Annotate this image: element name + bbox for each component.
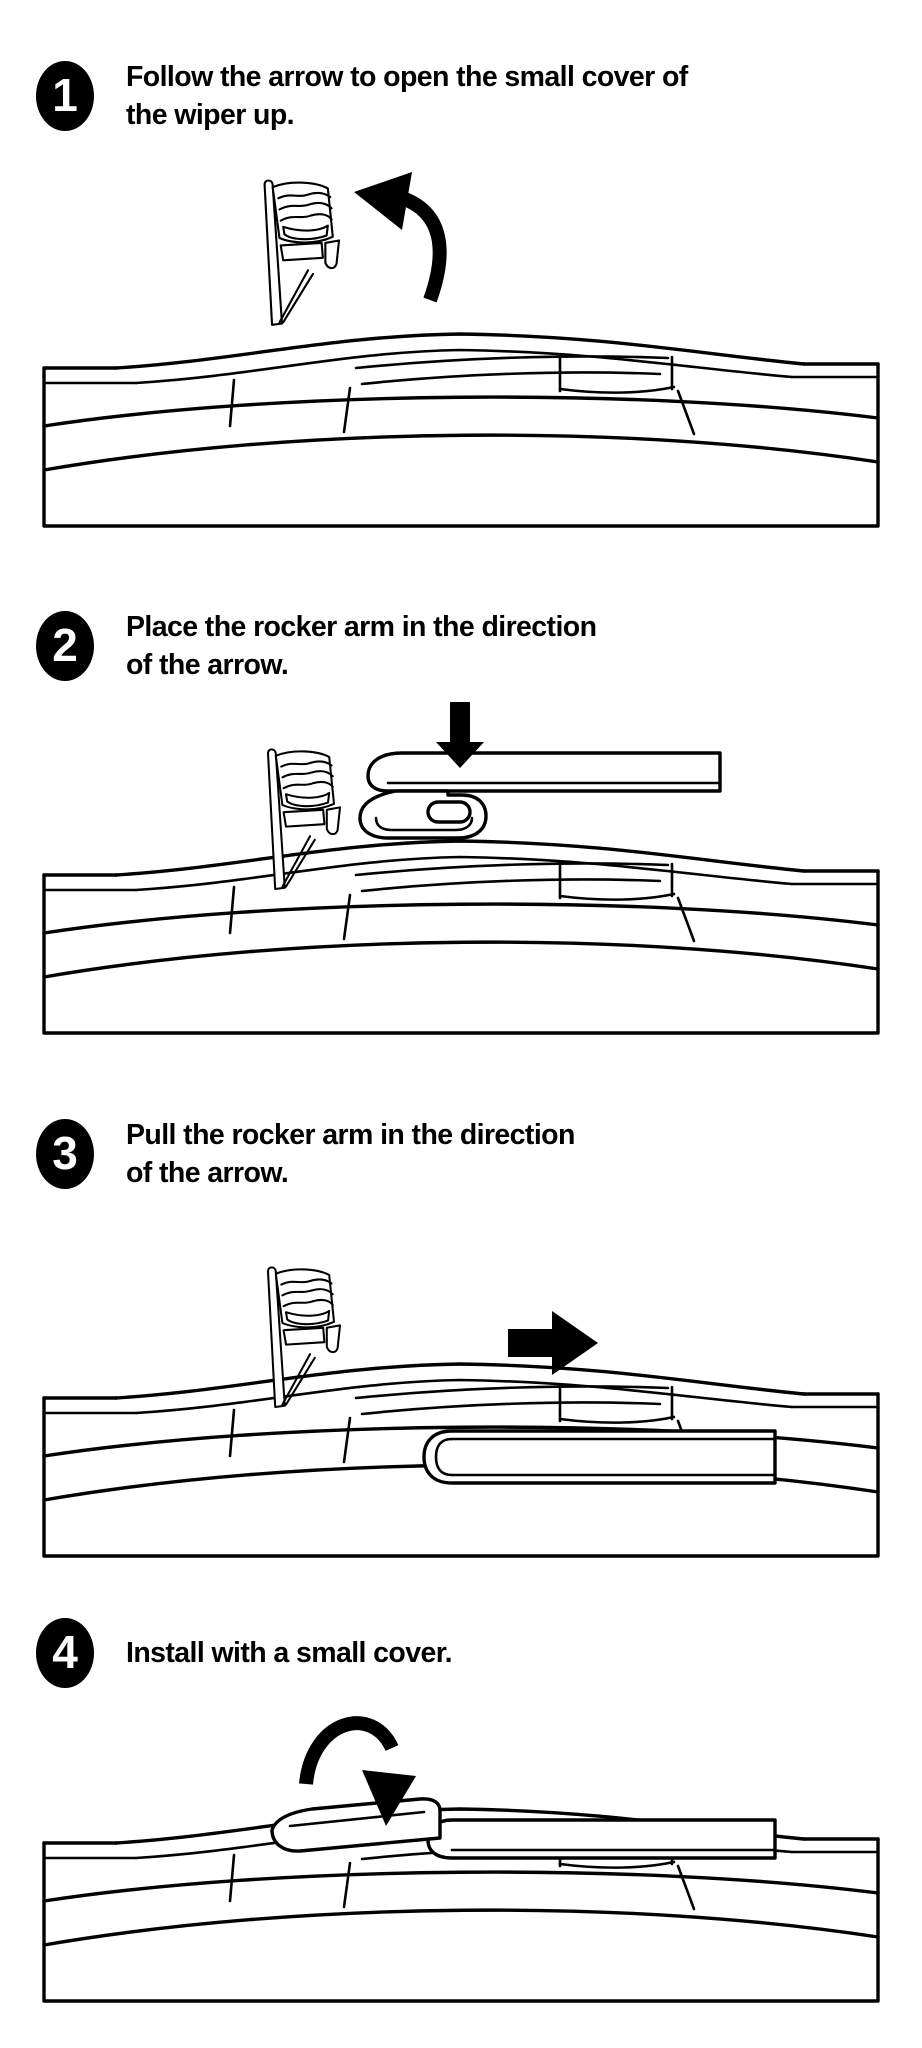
right-arrow-icon <box>508 1311 598 1375</box>
step-4-number-badge: 4 <box>36 1618 94 1688</box>
rocker-arm-hook <box>358 751 722 840</box>
step-4-instruction: Install with a small cover. <box>126 1634 453 1672</box>
step-1-line-2: the wiper up. <box>126 99 295 131</box>
step-2-line-2: of the arrow. <box>126 649 289 681</box>
step-2-instruction: Place the rocker arm in the direction of… <box>126 608 597 684</box>
step-1-illustration <box>42 172 880 528</box>
step-3-illustration <box>42 1266 880 1558</box>
hook-slot-hole <box>426 800 472 824</box>
step-2-line-1: Place the rocker arm in the direction <box>126 611 597 643</box>
down-arrow-icon <box>436 702 484 768</box>
small-cover-closed <box>270 1797 442 1853</box>
step-3-line-1: Pull the rocker arm in the direction <box>126 1119 575 1151</box>
step-3-instruction: Pull the rocker arm in the direction of … <box>126 1116 575 1192</box>
step-3-line-2: of the arrow. <box>126 1157 289 1189</box>
curved-clockwise-arrow-icon <box>299 1716 416 1826</box>
step-2-header: 2 Place the rocker arm in the direction … <box>36 608 597 684</box>
small-cover-open <box>263 179 341 326</box>
step-4-line-1: Install with a small cover. <box>126 1637 453 1669</box>
step-3-header: 3 Pull the rocker arm in the direction o… <box>36 1116 575 1192</box>
step-4-header: 4 Install with a small cover. <box>36 1618 453 1688</box>
step-3-number-badge: 3 <box>36 1119 94 1189</box>
rocker-arm-inserted <box>422 1429 777 1485</box>
step-1-instruction: Follow the arrow to open the small cover… <box>126 58 688 134</box>
step-2-number-badge: 2 <box>36 611 94 681</box>
rocker-arm-seated <box>426 1818 777 1860</box>
small-cover-open <box>266 1266 342 1409</box>
wiper-blade-profile <box>42 332 880 528</box>
step-1-number-badge: 1 <box>36 61 94 131</box>
wiper-blade-profile <box>42 839 880 1035</box>
step-2-illustration <box>42 702 880 1035</box>
step-1-header: 1 Follow the arrow to open the small cov… <box>36 58 688 134</box>
step-1-line-1: Follow the arrow to open the small cover… <box>126 61 688 93</box>
step-4-illustration <box>42 1716 880 2003</box>
curved-counterclockwise-arrow-icon <box>354 172 447 303</box>
